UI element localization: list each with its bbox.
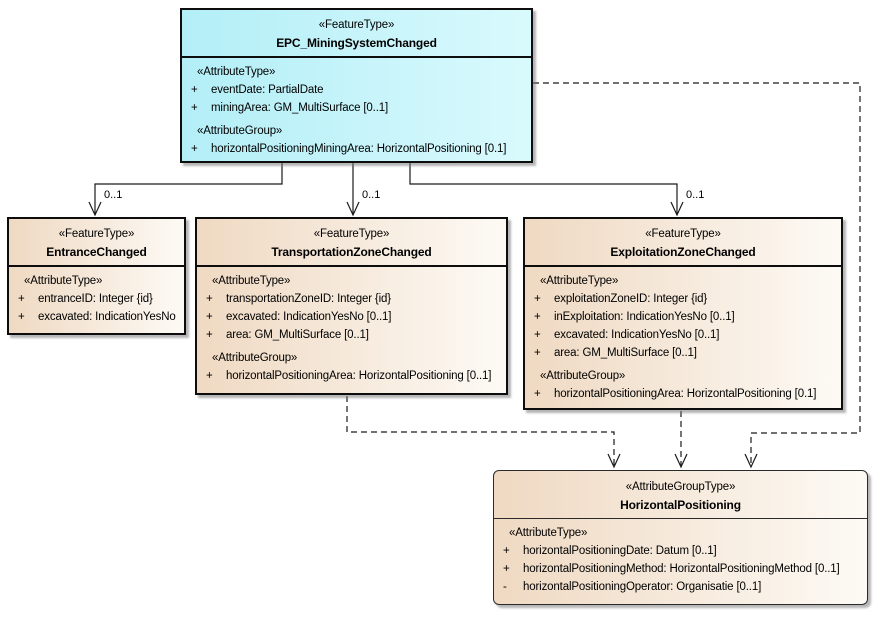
attribute-row: + excavated: IndicationYesNo [0..1] <box>525 326 837 344</box>
class-header: «AttributeGroupType» HorizontalPositioni… <box>494 471 867 519</box>
attribute-row: + area: GM_MultiSurface [0..1] <box>197 326 502 344</box>
attribute-text: inExploitation: IndicationYesNo [0..1] <box>554 311 735 323</box>
attribute-text: eventDate: PartialDate <box>211 84 324 96</box>
multiplicity-label-exploit: 0..1 <box>686 189 705 201</box>
attribute-row: + entranceID: Integer {id} <box>9 290 180 308</box>
visibility-symbol: + <box>18 293 25 305</box>
attribute-text: horizontalPositioningArea: HorizontalPos… <box>226 370 492 382</box>
class-horizontal-positioning[interactable]: «AttributeGroupType» HorizontalPositioni… <box>493 470 868 605</box>
attribute-text: miningArea: GM_MultiSurface [0..1] <box>211 102 389 114</box>
attribute-row: + inExploitation: IndicationYesNo [0..1] <box>525 308 837 326</box>
visibility-symbol: + <box>534 293 541 305</box>
visibility-symbol: + <box>503 545 510 557</box>
class-name: TransportationZoneChanged <box>271 245 432 259</box>
attribute-text: horizontalPositioningOperator: Organisat… <box>523 581 762 593</box>
visibility-symbol: + <box>191 143 198 155</box>
connector-epc-to-horizontalpositioning[interactable] <box>533 82 861 469</box>
attribute-text: horizontalPositioningMiningArea: Horizon… <box>211 143 507 155</box>
section-header: «AttributeGroup» <box>212 352 298 364</box>
class-transportation-zone-changed[interactable]: «FeatureType» TransportationZoneChanged … <box>195 217 508 395</box>
class-header: «FeatureType» ExploitationZoneChanged <box>525 219 841 267</box>
connector-epc-to-entrance[interactable] <box>88 163 283 217</box>
visibility-symbol: + <box>534 388 541 400</box>
attribute-row: + horizontalPositioningArea: HorizontalP… <box>197 367 502 385</box>
attribute-row: + horizontalPositioningMiningArea: Horiz… <box>182 140 527 158</box>
attribute-row: + horizontalPositioningArea: HorizontalP… <box>525 385 837 403</box>
visibility-symbol: + <box>503 563 510 575</box>
multiplicity-label-transport: 0..1 <box>362 189 381 201</box>
multiplicity-label-entrance: 0..1 <box>104 189 123 201</box>
class-epc-mining-system-changed[interactable]: «FeatureType» EPC_MiningSystemChanged «A… <box>180 8 533 163</box>
attributes-compartment: «AttributeType» + entranceID: Integer {i… <box>9 267 184 330</box>
attributes-compartment: «AttributeType» + eventDate: PartialDate… <box>182 58 531 162</box>
attribute-text: area: GM_MultiSurface [0..1] <box>226 329 369 341</box>
attribute-row: + transportationZoneID: Integer {id} <box>197 290 502 308</box>
visibility-symbol: + <box>206 293 213 305</box>
attribute-text: horizontalPositioningMethod: HorizontalP… <box>523 563 840 575</box>
visibility-symbol: + <box>534 347 541 359</box>
attribute-text: transportationZoneID: Integer {id} <box>226 293 391 305</box>
connector-epc-to-exploit[interactable] <box>409 163 684 217</box>
class-name: HorizontalPositioning <box>620 498 741 512</box>
stereotype-label: «FeatureType» <box>58 228 135 240</box>
visibility-symbol: + <box>18 311 25 323</box>
stereotype-label: «FeatureType» <box>645 228 721 240</box>
attributes-compartment: «AttributeType» + exploitationZoneID: In… <box>525 267 841 407</box>
section-header: «AttributeGroup» <box>540 370 626 382</box>
class-name: ExploitationZoneChanged <box>610 245 756 259</box>
attribute-row: + horizontalPositioningDate: Datum [0..1… <box>494 542 863 560</box>
attribute-text: excavated: IndicationYesNo <box>38 311 176 323</box>
attribute-row: + exploitationZoneID: Integer {id} <box>525 290 837 308</box>
class-header: «FeatureType» TransportationZoneChanged <box>197 219 506 267</box>
attribute-row: + horizontalPositioningMethod: Horizonta… <box>494 560 863 578</box>
section-header: «AttributeType» <box>24 275 103 287</box>
attribute-row: - horizontalPositioningOperator: Organis… <box>494 578 863 596</box>
stereotype-label: «AttributeGroupType» <box>625 481 736 493</box>
section-header: «AttributeType» <box>509 527 588 539</box>
visibility-symbol: - <box>503 581 507 593</box>
attribute-row: + eventDate: PartialDate <box>182 81 527 99</box>
connector-epc-to-transport[interactable] <box>346 163 360 217</box>
class-header: «FeatureType» EPC_MiningSystemChanged <box>182 10 531 58</box>
section-header: «AttributeType» <box>212 275 291 287</box>
connector-transport-to-horizontalpositioning[interactable] <box>346 396 621 469</box>
attribute-text: entranceID: Integer {id} <box>38 293 153 305</box>
visibility-symbol: + <box>191 84 198 96</box>
attribute-text: excavated: IndicationYesNo [0..1] <box>554 329 720 341</box>
visibility-symbol: + <box>206 311 213 323</box>
attributes-compartment: «AttributeType» + transportationZoneID: … <box>197 267 506 389</box>
stereotype-label: «FeatureType» <box>318 19 395 31</box>
class-exploitation-zone-changed[interactable]: «FeatureType» ExploitationZoneChanged «A… <box>523 217 843 410</box>
visibility-symbol: + <box>206 370 213 382</box>
attribute-row: + excavated: IndicationYesNo [0..1] <box>197 308 502 326</box>
section-header: «AttributeGroup» <box>197 125 283 137</box>
attribute-text: exploitationZoneID: Integer {id} <box>554 293 708 305</box>
class-name: EPC_MiningSystemChanged <box>276 36 437 50</box>
section-header: «AttributeType» <box>197 66 276 78</box>
attribute-row: + miningArea: GM_MultiSurface [0..1] <box>182 99 527 117</box>
visibility-symbol: + <box>191 102 198 114</box>
attribute-row: + area: GM_MultiSurface [0..1] <box>525 344 837 362</box>
attributes-compartment: «AttributeType» + horizontalPositioningD… <box>494 519 867 600</box>
attribute-text: area: GM_MultiSurface [0..1] <box>554 347 697 359</box>
attribute-row: + excavated: IndicationYesNo <box>9 308 180 326</box>
attribute-text: horizontalPositioningArea: HorizontalPos… <box>554 388 817 400</box>
section-header: «AttributeType» <box>540 275 619 287</box>
visibility-symbol: + <box>534 311 541 323</box>
class-header: «FeatureType» EntranceChanged <box>9 219 184 267</box>
visibility-symbol: + <box>534 329 541 341</box>
attribute-text: horizontalPositioningDate: Datum [0..1] <box>523 545 717 557</box>
connector-exploit-to-horizontalpositioning[interactable] <box>674 411 688 469</box>
visibility-symbol: + <box>206 329 213 341</box>
stereotype-label: «FeatureType» <box>313 228 390 240</box>
attribute-text: excavated: IndicationYesNo [0..1] <box>226 311 392 323</box>
class-entrance-changed[interactable]: «FeatureType» EntranceChanged «Attribute… <box>7 217 186 335</box>
class-name: EntranceChanged <box>46 245 147 259</box>
